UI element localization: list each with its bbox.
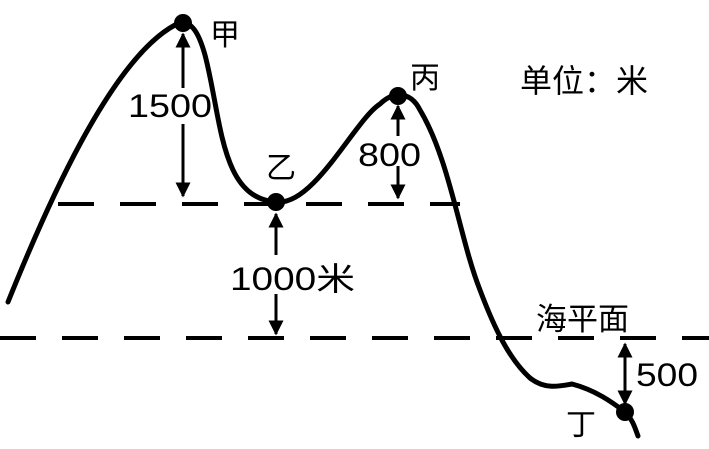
measure-1000: 1000米 [230,261,355,297]
point-ding-marker [616,403,634,421]
measure-1500: 1500 [128,88,212,124]
point-yi-label: 乙 [266,151,296,186]
unit-label: 单位：米 [520,62,648,100]
measure-500: 500 [636,357,698,393]
point-jia-marker [174,14,192,32]
point-yi-marker [267,193,285,211]
sea-level-label: 海平面 [536,302,629,338]
measure-800: 800 [358,137,421,173]
point-ding-label: 丁 [566,408,596,443]
point-bing-marker [389,87,407,105]
point-bing-label: 丙 [410,61,440,96]
point-jia-label: 甲 [210,18,240,53]
